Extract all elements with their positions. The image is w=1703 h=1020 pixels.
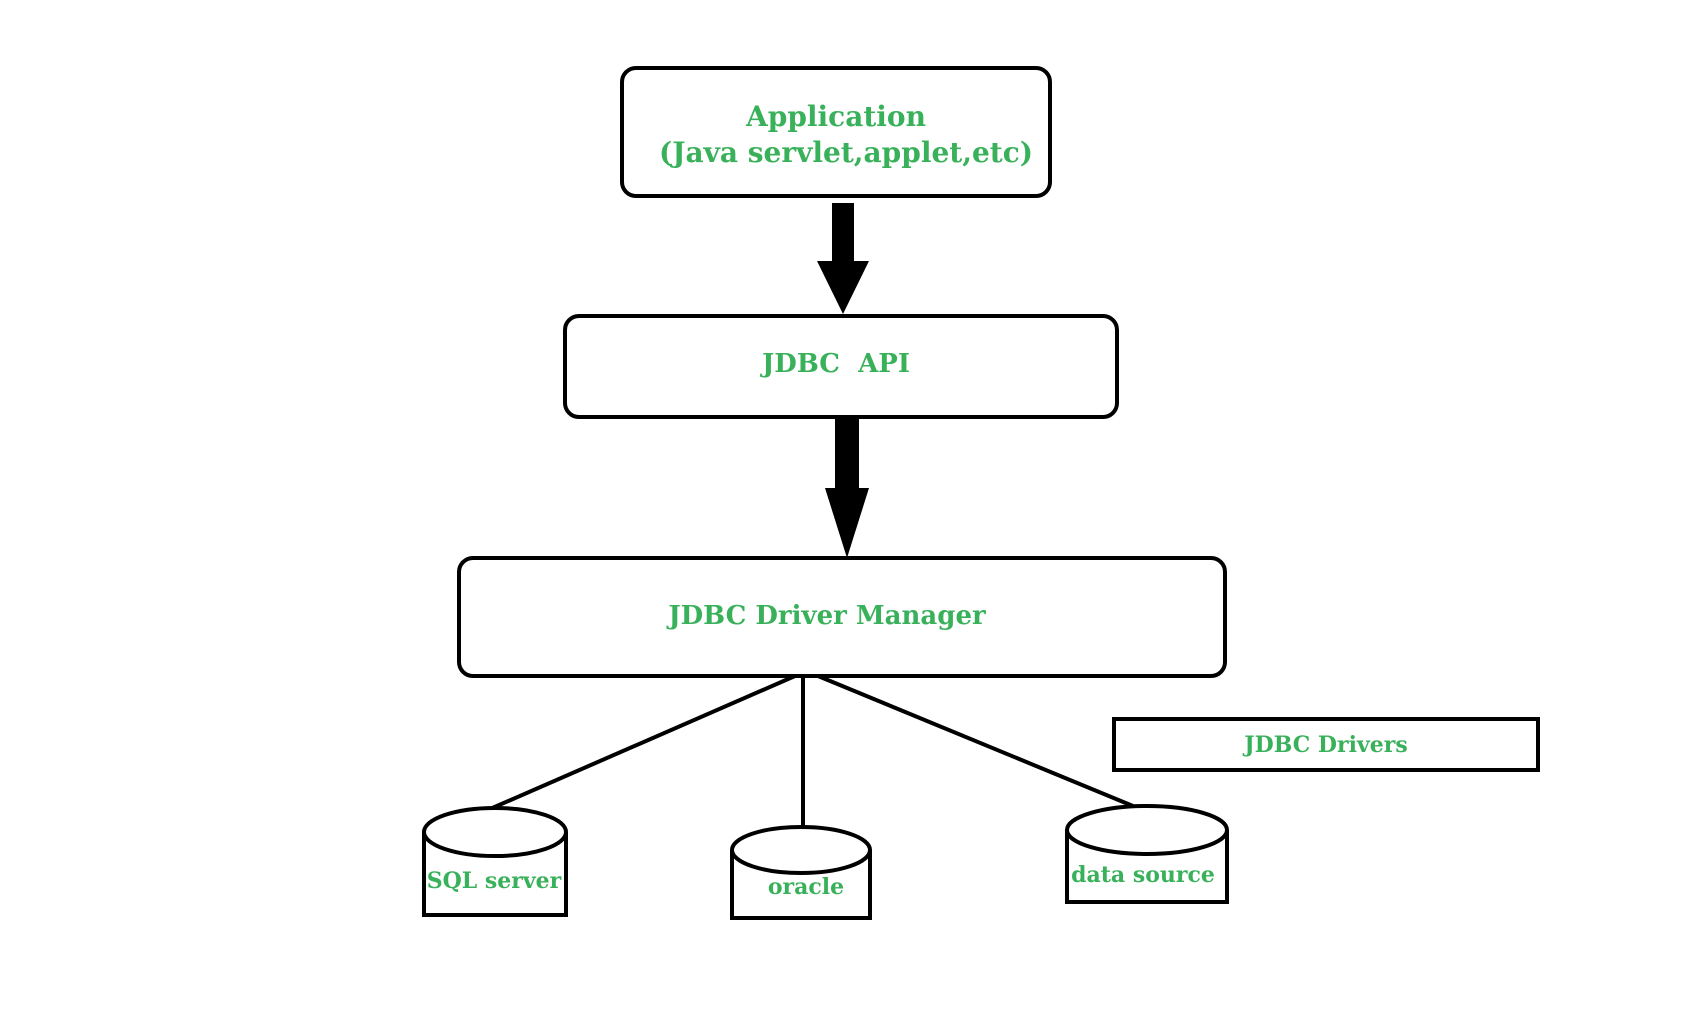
- driver-manager-label: JDBC Driver Manager: [666, 601, 986, 631]
- driver-manager-box: [457, 556, 1227, 678]
- arrow-shaft: [835, 418, 859, 490]
- connector-sql-server: [489, 674, 796, 811]
- arrow-application-to-api: [817, 203, 869, 314]
- database-label: data source: [1071, 862, 1215, 888]
- jdbc-drivers-node: JDBC Drivers: [1112, 717, 1540, 772]
- database-cylinder-top: [730, 825, 872, 875]
- jdbc-drivers-box: [1112, 717, 1540, 772]
- database-cylinder-top: [422, 806, 568, 858]
- database-label: SQL server: [427, 868, 562, 894]
- database-label: oracle: [768, 874, 844, 900]
- driver-connectors: [489, 674, 1134, 826]
- application-node: Application (Java servlet,applet,etc): [620, 66, 1052, 198]
- application-title: Application: [745, 100, 926, 133]
- jdbc-api-node: JDBC API: [563, 314, 1119, 419]
- application-subtitle: (Java servlet,applet,etc): [659, 136, 1033, 169]
- database-cylinder-top: [1065, 804, 1229, 856]
- arrow-head: [825, 488, 869, 558]
- arrow-shaft: [832, 203, 854, 263]
- jdbc-api-label: JDBC API: [760, 349, 910, 379]
- connector-data-source: [817, 674, 1134, 808]
- driver-manager-node: JDBC Driver Manager: [457, 556, 1227, 678]
- database-oracle: oracle: [730, 825, 872, 920]
- jdbc-drivers-label: JDBC Drivers: [1242, 732, 1407, 758]
- jdbc-api-box: [563, 314, 1119, 419]
- database-sql-server: SQL server: [422, 806, 568, 917]
- arrow-head: [817, 261, 869, 314]
- arrow-api-to-driver-manager: [825, 418, 869, 558]
- application-box: [620, 66, 1052, 198]
- database-data-source: data source: [1065, 804, 1229, 904]
